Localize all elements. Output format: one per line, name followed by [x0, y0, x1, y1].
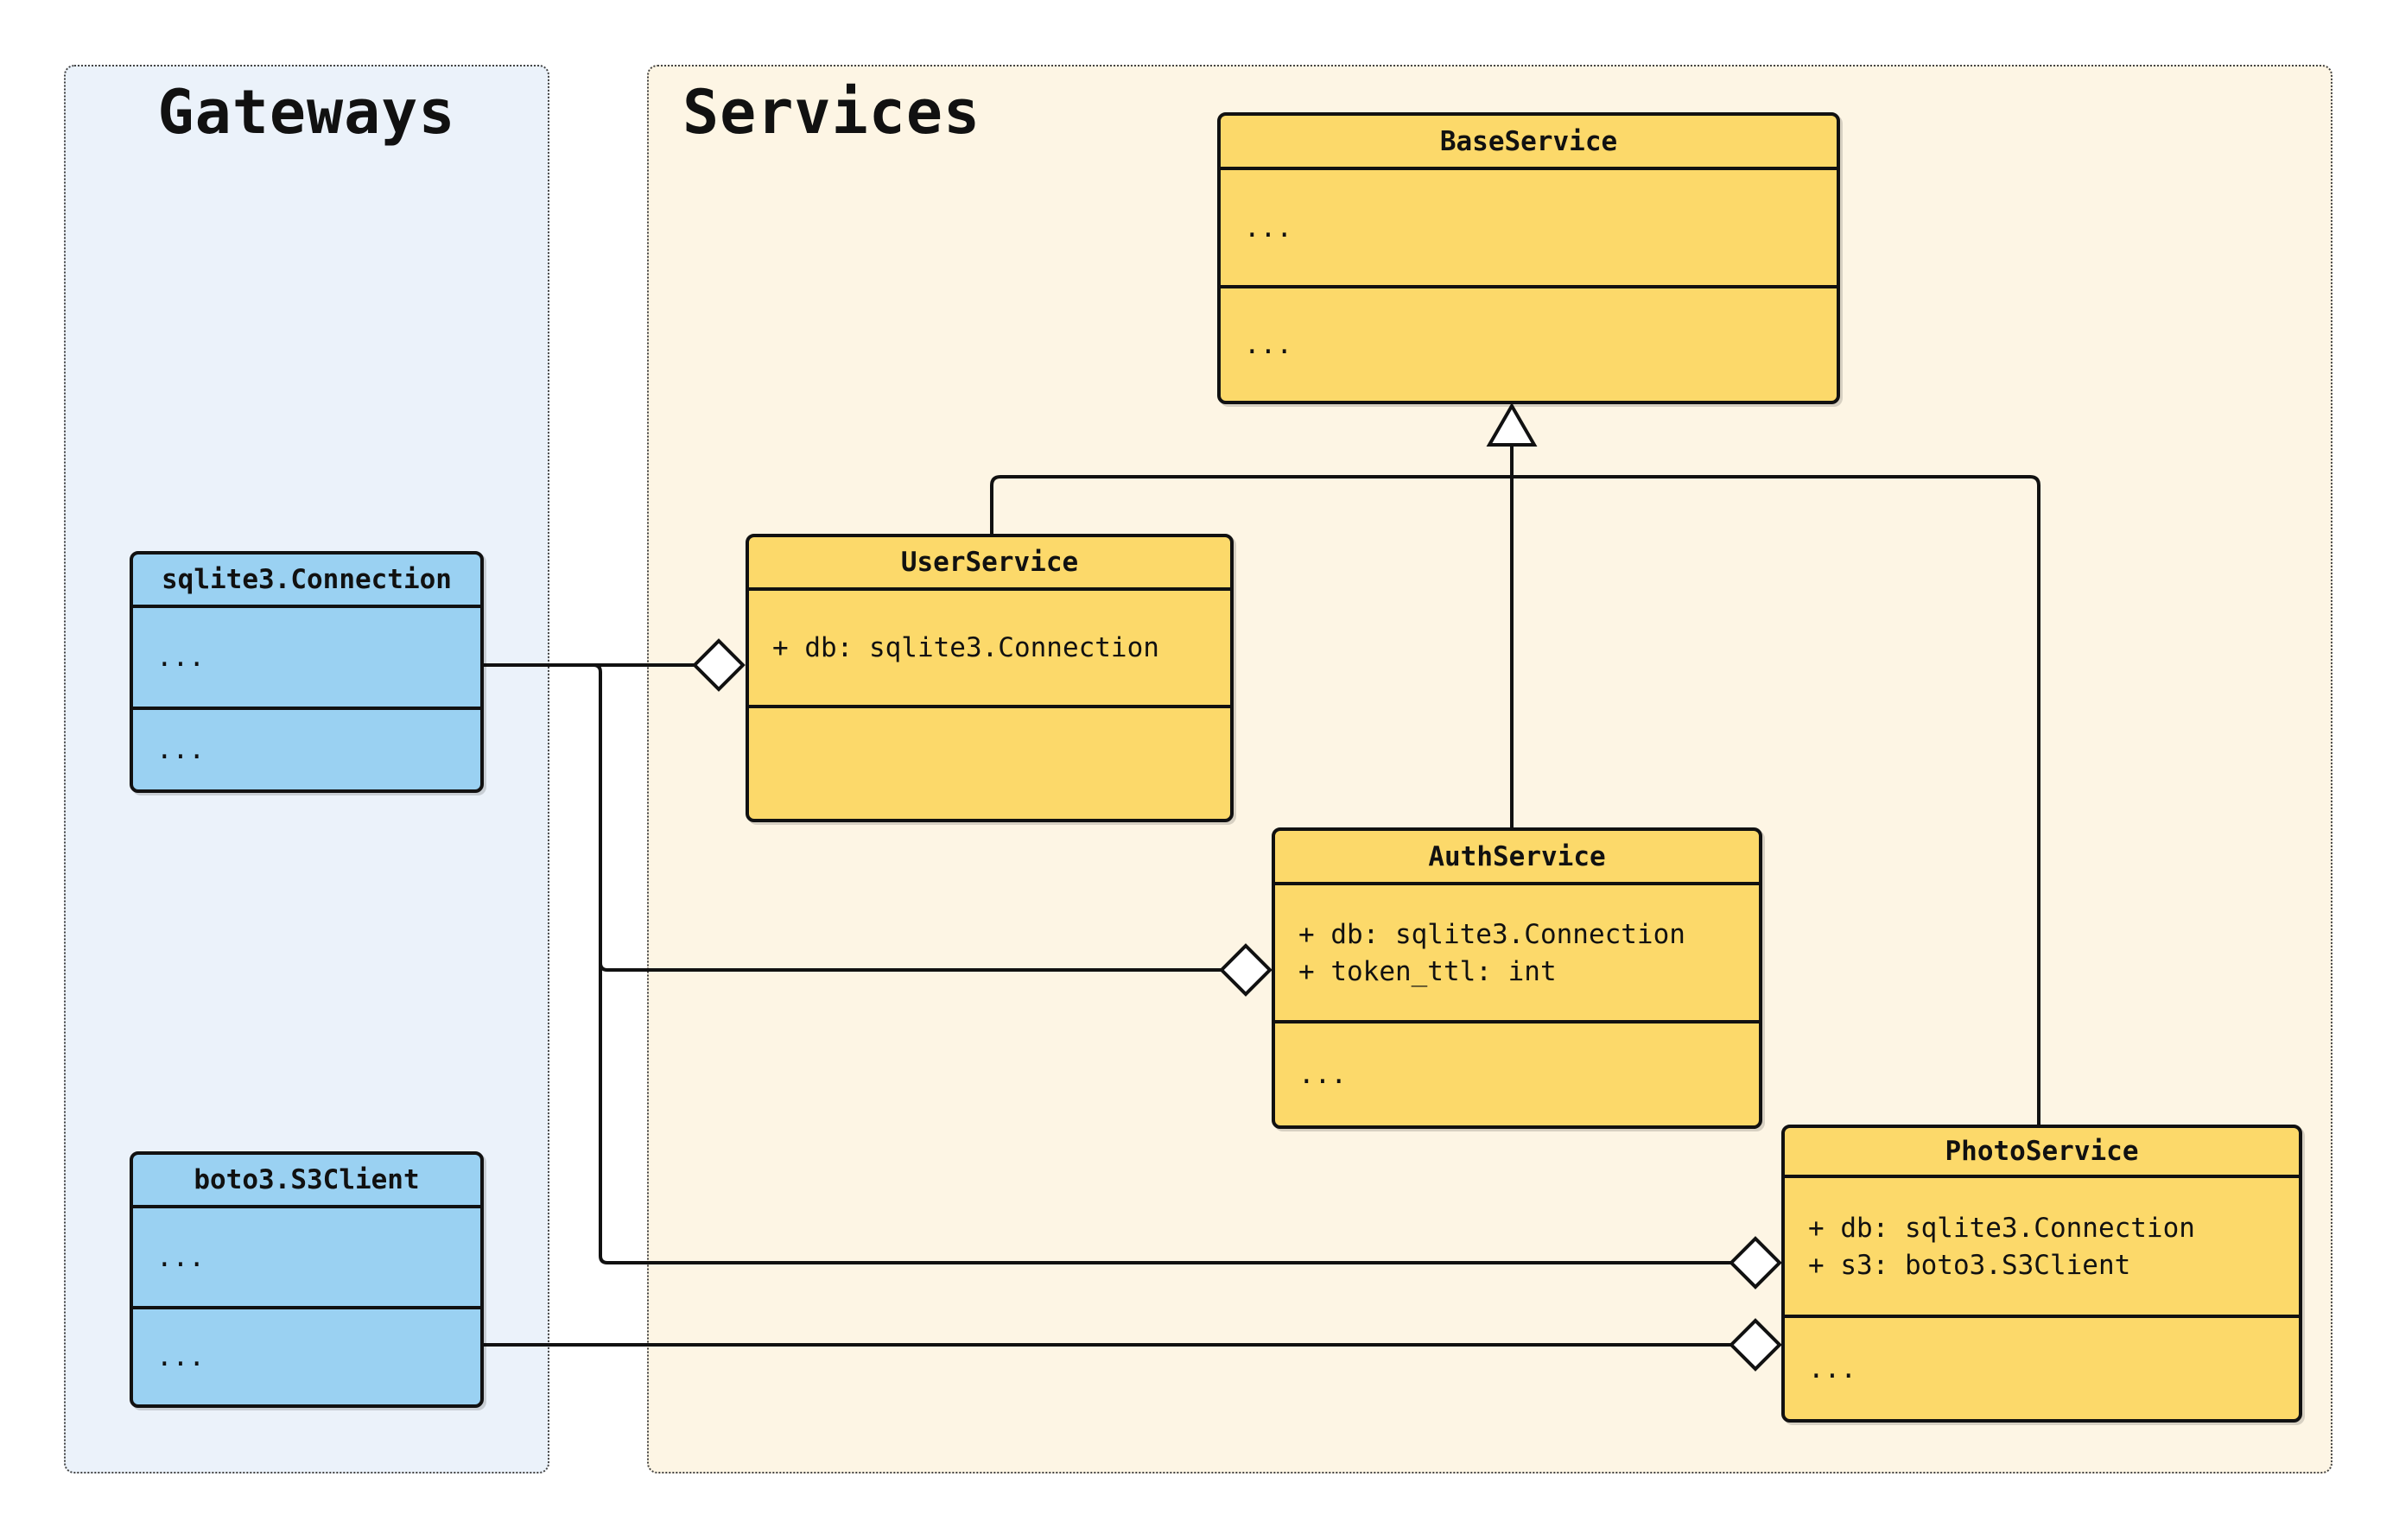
method-line: ...: [1808, 1353, 1856, 1385]
attribute-line: + db: sqlite3.Connection: [1298, 918, 1685, 950]
edge-sqlite-to-authservice: [599, 962, 1222, 972]
class-attributes: ...: [133, 1208, 480, 1309]
attribute-line: + token_ttl: int: [1298, 955, 1557, 987]
gateways-panel-label: Gateways: [157, 77, 456, 148]
class-title: boto3.S3Client: [133, 1155, 480, 1208]
class-attributes: + db: sqlite3.Connection + s3: boto3.S3C…: [1785, 1178, 2299, 1318]
aggregation-diamond-icon-userservice: [692, 638, 746, 692]
inheritance-triangle-icon: [1486, 402, 1538, 447]
method-line: ...: [1298, 1059, 1347, 1090]
aggregation-diamond-icon-photoservice-db: [1729, 1236, 1782, 1290]
class-attributes: ...: [1221, 170, 1837, 288]
class-title: PhotoService: [1785, 1128, 2299, 1178]
class-sqlite3-connection: sqlite3.Connection ... ...: [130, 551, 484, 793]
class-attributes: ...: [133, 608, 480, 710]
attribute-line: ...: [156, 1241, 205, 1273]
edge-inheritance-bus: [990, 475, 2040, 1125]
class-title: AuthService: [1275, 831, 1759, 885]
class-attributes: + db: sqlite3.Connection: [749, 591, 1230, 708]
method-line: ...: [156, 1341, 205, 1372]
aggregation-diamond-icon-photoservice-s3: [1729, 1318, 1782, 1372]
class-auth-service: AuthService + db: sqlite3.Connection + t…: [1272, 827, 1762, 1129]
class-attributes: + db: sqlite3.Connection + token_ttl: in…: [1275, 885, 1759, 1023]
class-methods: ...: [1785, 1318, 2299, 1419]
class-methods: ...: [133, 1309, 480, 1404]
class-title: UserService: [749, 537, 1230, 591]
class-methods: ...: [133, 710, 480, 789]
aggregation-diamond-icon-authservice: [1219, 943, 1272, 997]
class-methods: [749, 708, 1230, 819]
method-line: ...: [1244, 329, 1292, 360]
attribute-line: + s3: boto3.S3Client: [1808, 1249, 2131, 1281]
class-methods: ...: [1275, 1023, 1759, 1125]
class-boto3-s3client: boto3.S3Client ... ...: [130, 1151, 484, 1408]
class-user-service: UserService + db: sqlite3.Connection: [746, 534, 1234, 822]
class-base-service: BaseService ... ...: [1217, 112, 1840, 404]
edge-sqlite-to-photoservice: [593, 663, 1731, 1264]
class-title: sqlite3.Connection: [133, 555, 480, 608]
method-line: ...: [156, 734, 205, 765]
class-photo-service: PhotoService + db: sqlite3.Connection + …: [1781, 1125, 2302, 1423]
attribute-line: + db: sqlite3.Connection: [1808, 1212, 2195, 1244]
class-title: BaseService: [1221, 116, 1837, 170]
services-panel-label: Services: [682, 77, 981, 148]
attribute-line: ...: [1244, 212, 1292, 244]
class-methods: ...: [1221, 288, 1837, 401]
attribute-line: + db: sqlite3.Connection: [772, 632, 1159, 663]
attribute-line: ...: [156, 642, 205, 673]
